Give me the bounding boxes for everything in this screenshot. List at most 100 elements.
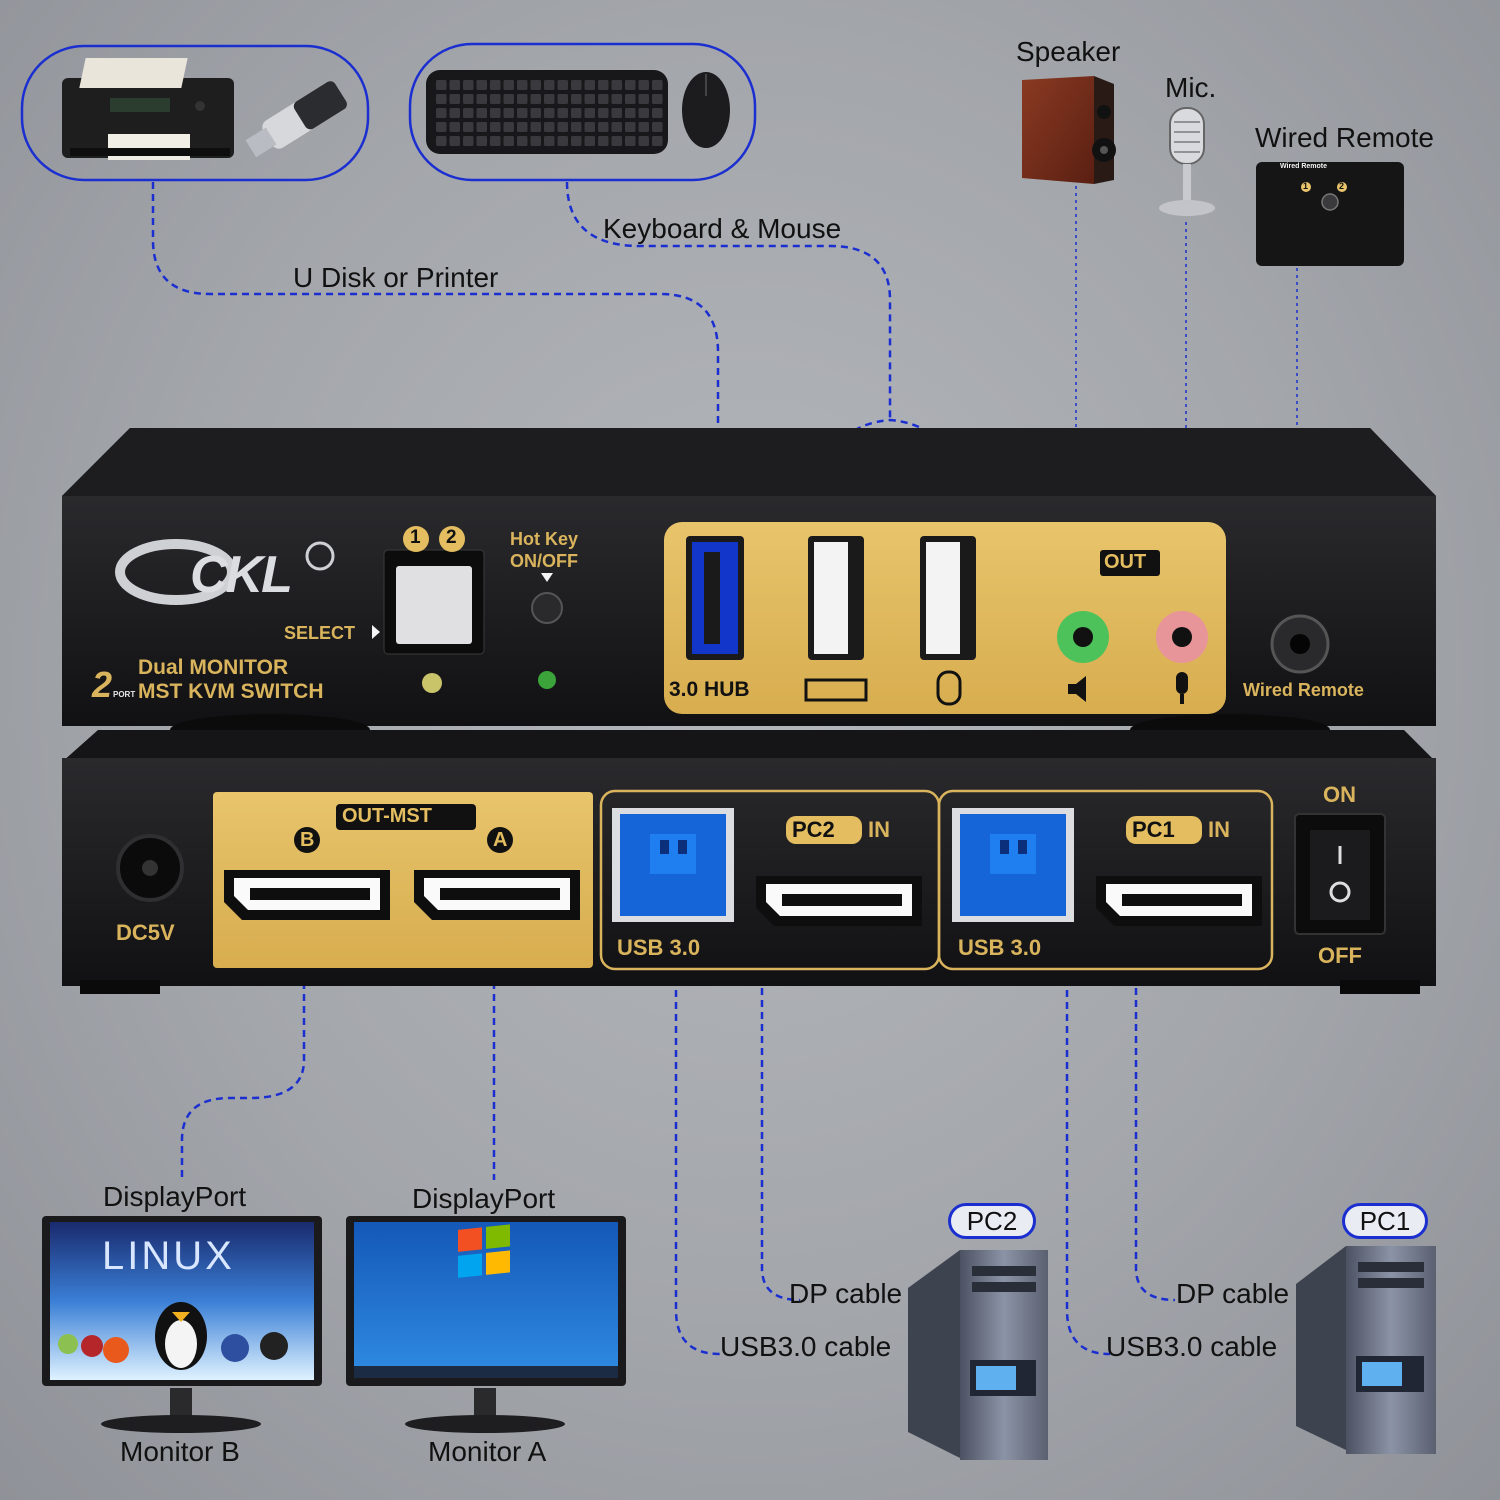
keyboard-key <box>517 122 528 132</box>
pc1-section-frame <box>937 789 1274 971</box>
keyboard-key <box>638 108 649 118</box>
keyboard-key <box>584 136 595 146</box>
keyboard-key <box>463 136 474 146</box>
keyboard-key <box>571 108 582 118</box>
dp-port-a <box>414 870 580 920</box>
keyboard-key <box>557 80 568 90</box>
port-word: PORT <box>113 690 136 699</box>
brand-logo-text: CKL <box>190 546 293 604</box>
keyboard-key <box>517 108 528 118</box>
kvm-front-panel <box>62 428 1436 746</box>
pc2-usb-cable-label: USB3.0 cable <box>720 1331 892 1362</box>
keyboard-key <box>625 94 636 104</box>
keyboard-key <box>436 108 447 118</box>
keyboard-key <box>652 122 663 132</box>
peripheral-callout-frame <box>20 44 370 182</box>
keyboard-key <box>530 122 541 132</box>
keyboard-key <box>584 122 595 132</box>
keyboard-key <box>517 94 528 104</box>
printer-icon <box>62 58 234 160</box>
remote-num-two: 2 <box>1339 181 1345 191</box>
keyboard-key <box>476 136 487 146</box>
usb-b-port-pc2 <box>612 808 734 922</box>
pc2-dp-cable-label: DP cable <box>789 1278 903 1309</box>
keyboard-key <box>490 136 501 146</box>
keyboard-key <box>449 136 460 146</box>
keyboard-key <box>638 122 649 132</box>
mic-label: Mic. <box>1165 72 1217 103</box>
keyboard-key <box>436 136 447 146</box>
keyboard-key <box>638 94 649 104</box>
cable-pc1-usb <box>1065 930 1111 1356</box>
monitor-a-cable-label: DisplayPort <box>412 1183 556 1214</box>
microphone-icon <box>1159 107 1215 216</box>
speaker-label: Speaker <box>1016 36 1121 67</box>
keyboard-key <box>490 80 501 90</box>
pc2-in-label: IN <box>868 817 890 842</box>
keyboard-key <box>476 94 487 104</box>
speaker-icon <box>1022 76 1116 184</box>
pc2-tag: PC2 <box>948 1203 1036 1239</box>
tux-icon <box>58 1302 288 1370</box>
keyboard-key <box>584 94 595 104</box>
hotkey-button <box>531 592 563 624</box>
keyboard-key <box>463 122 474 132</box>
keyboard-key <box>598 122 609 132</box>
kvm-rear-panel <box>62 730 1436 994</box>
keyboard-icon <box>426 70 668 154</box>
keyboard-key <box>463 94 474 104</box>
cable-pc1-dp <box>1134 928 1176 1302</box>
keyboard-key <box>544 122 555 132</box>
cable-monitor-b <box>180 922 306 1180</box>
led-green <box>538 671 556 689</box>
keyboard-key <box>571 122 582 132</box>
keyboard-key <box>652 80 663 90</box>
wired-remote-icon <box>1256 162 1404 266</box>
keyboard-key <box>530 108 541 118</box>
pc1-in-label: IN <box>1208 817 1230 842</box>
keyboard-key <box>571 136 582 146</box>
keyboard-key <box>449 80 460 90</box>
keyboard-key <box>584 80 595 90</box>
port-a-label: A <box>493 829 508 851</box>
hub-label: 3.0 HUB <box>669 678 750 701</box>
keyboard-key <box>584 108 595 118</box>
select-button[interactable] <box>396 566 472 644</box>
channel-one-num: 1 <box>410 527 421 548</box>
keyboard-key <box>611 80 622 90</box>
ckl-logo <box>115 539 335 605</box>
power-on-label: ON <box>1323 782 1356 807</box>
keyboard-key <box>625 80 636 90</box>
wired-remote-label: Wired Remote <box>1255 122 1434 153</box>
usb-peripheral-label: U Disk or Printer <box>293 262 499 293</box>
remote-title: Wired Remote <box>1280 163 1328 170</box>
cable-pc2-usb <box>674 930 721 1356</box>
keyboard-key <box>503 108 514 118</box>
keyboard-key <box>652 108 663 118</box>
keyboard-key <box>598 94 609 104</box>
product-line-2: MST KVM SWITCH <box>138 680 324 703</box>
keyboard-key <box>625 136 636 146</box>
keyboard-key <box>544 94 555 104</box>
keyboard-key <box>638 80 649 90</box>
power-off-label: OFF <box>1318 943 1362 968</box>
monitor-b-cable-label: DisplayPort <box>103 1181 247 1212</box>
keyboard-key <box>490 94 501 104</box>
pc-tower-icon <box>908 1250 1048 1460</box>
usb-b-port-pc1 <box>952 808 1074 922</box>
keyboard-key <box>571 80 582 90</box>
dp-port-b <box>224 870 390 920</box>
select-label: SELECT <box>284 623 356 643</box>
hotkey-label-1: Hot Key <box>510 529 579 549</box>
keyboard-key <box>598 80 609 90</box>
dp-port-pc2-in <box>756 876 922 926</box>
keyboard-key <box>598 108 609 118</box>
pc1-dp-cable-label: DP cable <box>1176 1278 1290 1309</box>
usb-label-pc1: USB 3.0 <box>958 935 1042 960</box>
out-label: OUT <box>1104 551 1147 573</box>
keyboard-key <box>517 136 528 146</box>
windows-logo-icon <box>458 1224 510 1278</box>
keyboard-key <box>557 122 568 132</box>
keyboard-key <box>463 80 474 90</box>
